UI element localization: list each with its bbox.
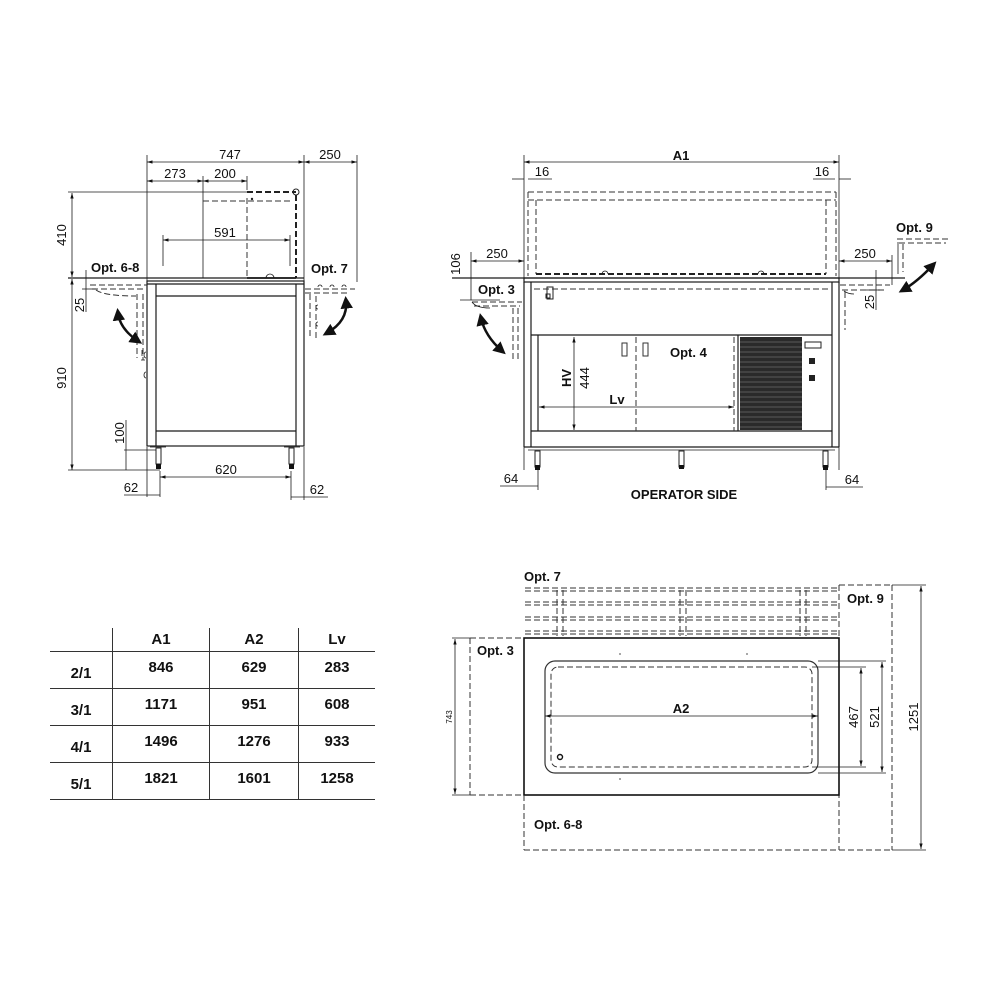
dim-620: 620 (215, 462, 237, 477)
cell-model: 3/1 (50, 688, 113, 726)
dim-743: 743 (445, 710, 454, 724)
side-view: 747 250 273 200 591 410 (54, 147, 358, 500)
table-header-a1: A1 (112, 628, 210, 652)
plan-view: Opt. 7 Opt. 9 Opt. 3 743 Opt. (445, 569, 926, 851)
cell-a2: 1601 (209, 762, 299, 800)
label-opt-6-8-plan: Opt. 6-8 (534, 817, 582, 832)
cell-model: 5/1 (50, 762, 113, 800)
drain-hole (556, 753, 564, 761)
dim-1251: 1251 (906, 703, 921, 732)
dim-521: 521 (867, 706, 882, 728)
label-opt-9-front: Opt. 9 (896, 220, 933, 235)
dim-62-right: 62 (310, 482, 324, 497)
dim-250: 250 (319, 147, 341, 162)
cell-lv: 1258 (298, 762, 375, 800)
dim-106: 106 (448, 253, 463, 275)
dim-16-left: 16 (535, 164, 549, 179)
well-inner (550, 666, 813, 768)
dim-100: 100 (112, 422, 127, 444)
dim-64-left: 64 (504, 471, 518, 486)
dim-a2: A2 (673, 701, 690, 716)
label-opt-7-plan: Opt. 7 (524, 569, 561, 584)
dim-a1: A1 (673, 148, 690, 163)
dim-lv: Lv (609, 392, 625, 407)
dim-200: 200 (214, 166, 236, 181)
dim-910: 910 (54, 367, 69, 389)
cell-a2: 951 (209, 688, 299, 726)
dim-410: 410 (54, 224, 69, 246)
caption-operator-side: OPERATOR SIDE (631, 487, 738, 502)
label-opt-7-side: Opt. 7 (311, 261, 348, 276)
dim-250-right: 250 (854, 246, 876, 261)
cell-lv: 608 (298, 688, 375, 726)
dim-591: 591 (214, 225, 236, 240)
counter-top-outline (523, 637, 840, 796)
dim-273: 273 (164, 166, 186, 181)
table-row: 3/1 1171 951 608 (50, 688, 375, 726)
table-row: 2/1 846 629 283 (50, 651, 375, 689)
well-outline (544, 660, 819, 774)
label-opt-4: Opt. 4 (670, 345, 708, 360)
cell-a2: 629 (209, 651, 299, 689)
front-view: A1 16 16 (448, 148, 950, 502)
table-header-row: A1 A2 Lv (50, 628, 375, 652)
cell-a1: 1496 (112, 725, 210, 763)
table-row: 5/1 1821 1601 1258 (50, 762, 375, 800)
label-opt-9-plan: Opt. 9 (847, 591, 884, 606)
cell-a1: 1821 (112, 762, 210, 800)
table-header-lv: Lv (298, 628, 375, 652)
dim-250-left: 250 (486, 246, 508, 261)
dim-64-right: 64 (845, 472, 859, 487)
cell-lv: 283 (298, 651, 375, 689)
dim-62-left: 62 (124, 480, 138, 495)
dim-444: 444 (577, 367, 592, 389)
dim-16-right: 16 (815, 164, 829, 179)
control-button-1 (809, 358, 815, 364)
dim-25-front: 25 (862, 295, 877, 309)
control-button-2 (809, 375, 815, 381)
table-row: 4/1 1496 1276 933 (50, 725, 375, 763)
display-window (804, 341, 822, 349)
cell-model: 4/1 (50, 725, 113, 763)
label-opt-3-front: Opt. 3 (478, 282, 515, 297)
cell-a2: 1276 (209, 725, 299, 763)
dimension-table: A1 A2 Lv 2/1 846 629 283 3/1 1171 951 60… (50, 628, 375, 800)
cell-model: 2/1 (50, 651, 113, 689)
cell-a1: 846 (112, 651, 210, 689)
label-opt-6-8-side: Opt. 6-8 (91, 260, 139, 275)
dim-hv-label: HV (559, 369, 574, 387)
dim-747: 747 (219, 147, 241, 162)
cell-lv: 933 (298, 725, 375, 763)
label-opt-3-plan: Opt. 3 (477, 643, 514, 658)
dim-467: 467 (846, 706, 861, 728)
cell-a1: 1171 (112, 688, 210, 726)
table-header-a2: A2 (209, 628, 299, 652)
table-header-model (50, 628, 113, 652)
dim-25-side: 25 (72, 298, 87, 312)
